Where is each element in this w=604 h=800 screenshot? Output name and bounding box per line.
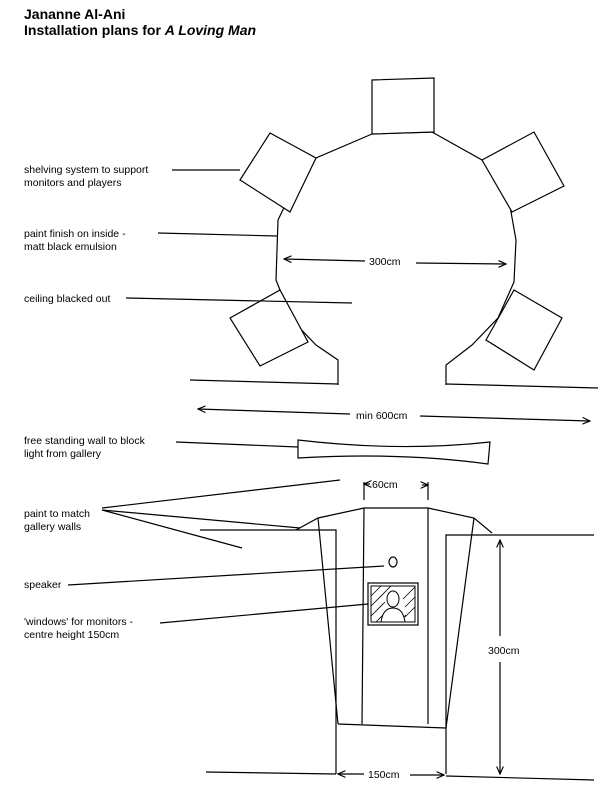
label-windows-line2: centre height 150cm [24, 629, 119, 641]
monitor-shelves [229, 77, 565, 371]
leader-paint-match-3 [101, 509, 301, 529]
gallery-wall-right-elevation [445, 534, 594, 774]
shelf-lower-right [485, 289, 563, 371]
leader-windows [159, 603, 369, 624]
leader-freestanding [175, 441, 299, 448]
label-freestanding-line2: light from gallery [24, 448, 102, 460]
artist-name: Jananne Al-Ani [24, 6, 126, 22]
leader-paint-inside [157, 232, 278, 237]
room-elevation [200, 507, 595, 781]
gallery-wall-left [189, 379, 339, 385]
figure-head-icon [386, 590, 400, 608]
floor-left [205, 771, 337, 775]
shelf-top [371, 77, 435, 135]
side-wall-left [317, 517, 339, 725]
gallery-wall-right [445, 383, 599, 389]
dim-min-right [419, 415, 590, 421]
label-ceiling: ceiling blacked out [24, 293, 110, 305]
room-roof-outline [295, 507, 493, 534]
floor-right [445, 775, 595, 781]
side-wall-right [445, 517, 475, 729]
dim-min-left [198, 409, 351, 415]
shelf-upper-left [239, 132, 317, 213]
leader-speaker [67, 565, 385, 586]
figure-body-icon [380, 607, 406, 623]
label-speaker: speaker [24, 579, 62, 591]
gallery-wall-left-elevation [200, 529, 337, 774]
label-paint-match-line2: gallery walls [24, 521, 81, 533]
label-paint-inside-line1: paint finish on inside - [24, 228, 126, 240]
speaker-icon [388, 556, 398, 568]
label-paint-match-line1: paint to match [24, 508, 90, 520]
shelf-upper-right [481, 131, 565, 213]
shelf-lower-left [229, 289, 309, 367]
label-shelving-line1: shelving system to support [24, 164, 148, 176]
plan-title: Installation plans for A Loving Man [24, 22, 256, 39]
monitor-window [367, 582, 419, 626]
dim-diameter-right [415, 263, 506, 264]
dim-diameter-label: 300cm [369, 256, 401, 268]
leader-paint-match-1 [101, 479, 341, 509]
dim-min-label: min 600cm [356, 410, 408, 422]
work-title: A Loving Man [164, 22, 257, 38]
plan-title-prefix: Installation plans for [24, 22, 165, 38]
leader-ceiling [125, 297, 353, 304]
floor-line [337, 723, 447, 729]
label-freestanding-line1: free standing wall to block [24, 435, 146, 447]
dim-diameter-left [284, 259, 366, 261]
label-shelving-line2: monitors and players [24, 177, 121, 189]
dim-bottom-label: 150cm [368, 769, 400, 781]
label-windows-line1: 'windows' for monitors - [24, 616, 134, 628]
freestanding-wall [297, 439, 491, 465]
dim-height-label: 300cm [488, 645, 520, 657]
dim-top-label: 60cm [372, 479, 398, 491]
back-wall-left-edge [361, 507, 365, 725]
label-paint-inside-line2: matt black emulsion [24, 241, 117, 253]
leader-paint-match-2 [101, 509, 243, 549]
